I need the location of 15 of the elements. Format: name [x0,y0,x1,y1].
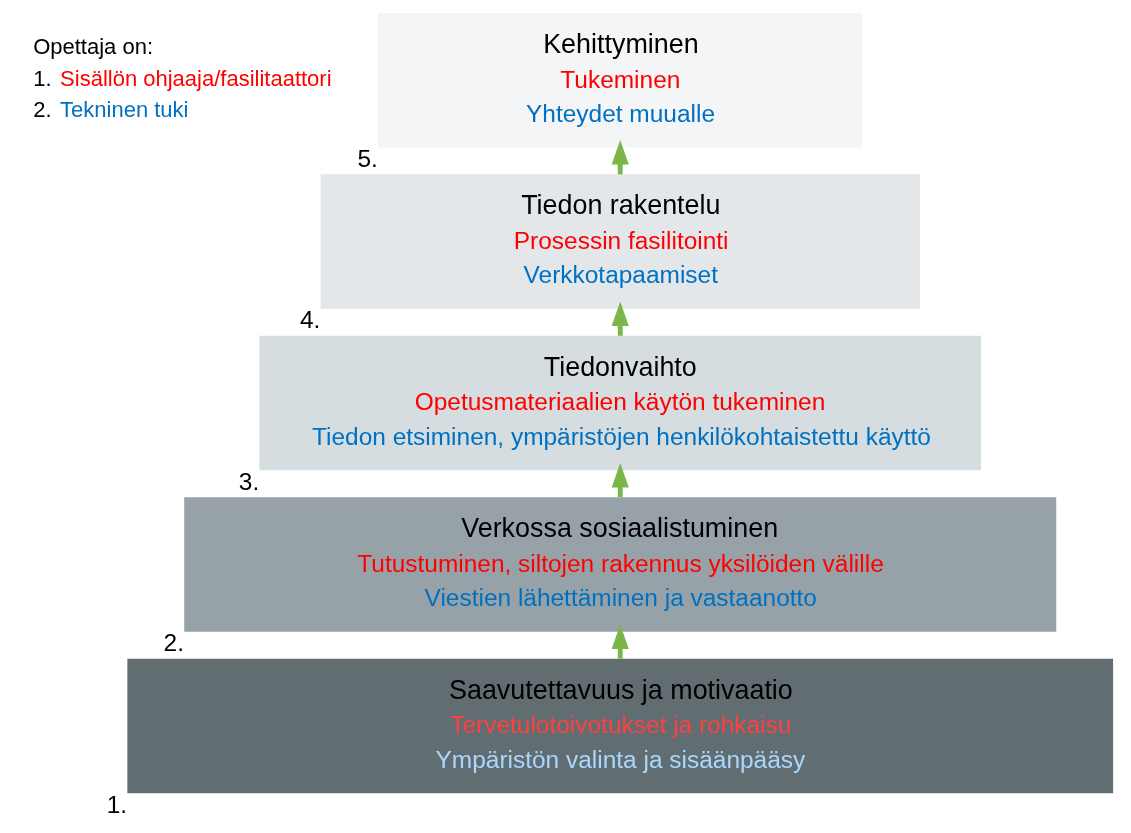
label: Opettaja on: [33,33,154,59]
node-label: 4. [299,306,321,334]
node-box: Kehittyminen Tukeminen Yhteydet muualle [378,12,863,148]
node-box: Saavutettavuus ja motivaatio Tervetulotoivotukset ja rohkaisu Ympäristön valinta ja sisäänpääsy [127,658,1114,794]
label: 2. [33,97,52,123]
node-label: 2. [163,629,185,657]
node-box: Tiedonvaihto Opetusmateriaalien käytön tukeminen Tiedon etsiminen, ympäristöjen henkilökohtaistettu käyttö [259,335,981,471]
label: 1. [33,65,52,91]
node-box: Verkossa sosiaalistuminen Tutustuminen, siltojen rakennus yksilöiden välille Viestien lähettäminen ja vastaanotto [184,497,1057,632]
node-label: 3. [238,467,260,495]
node-box: Tiedon rakentelu Prosessin fasilitointi Verkkotapaamiset [320,174,920,309]
node-label: 5. [357,145,378,172]
label: Sisällön ohjaaja/fasilitaattori [60,65,332,91]
label: Tekninen tuki [60,97,189,123]
node-label: 1. [106,790,128,818]
